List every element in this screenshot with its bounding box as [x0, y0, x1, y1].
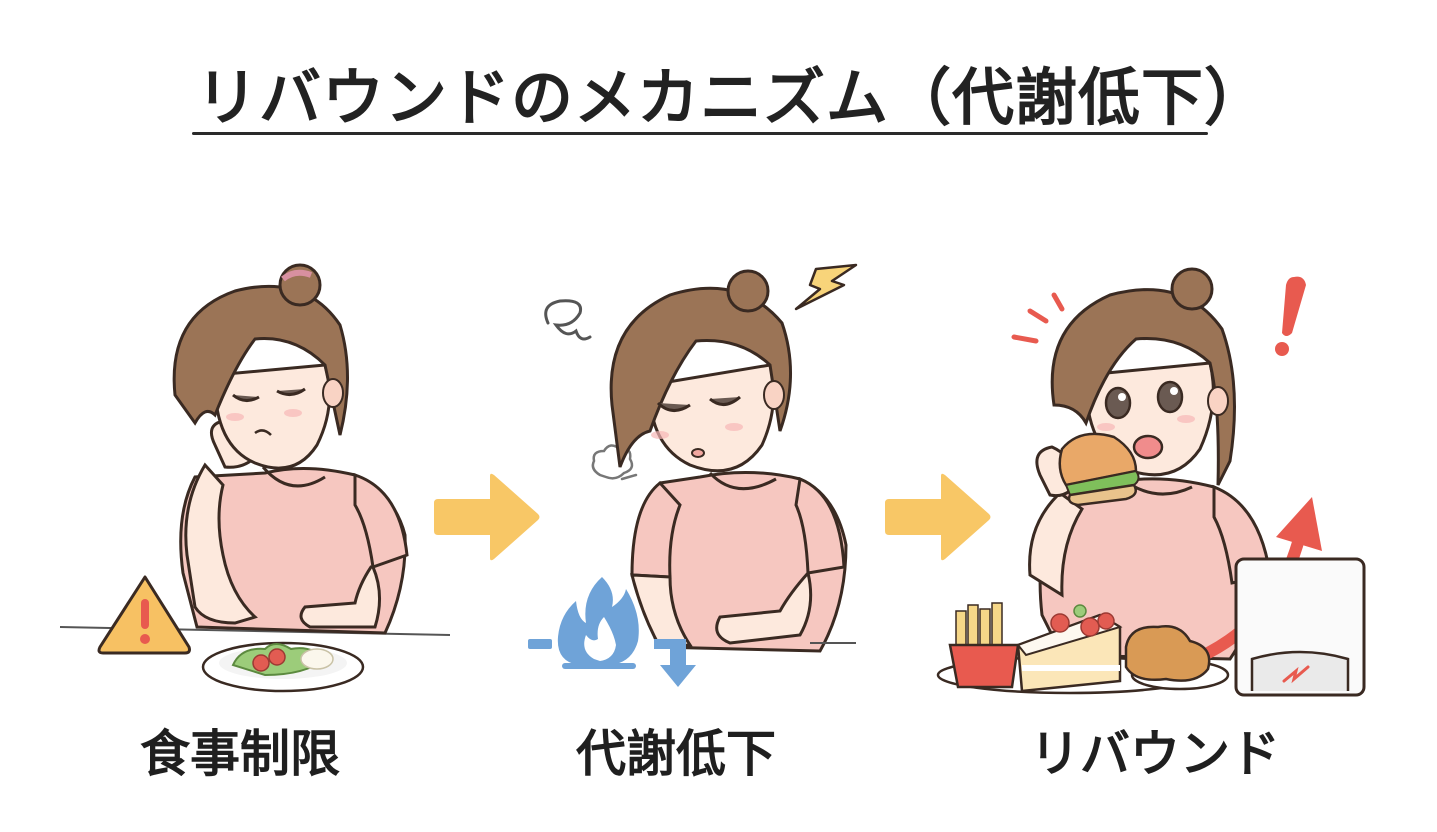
woman-figure-1 — [172, 263, 409, 635]
lightning-icon — [794, 263, 858, 311]
warning-triangle-icon — [97, 575, 191, 655]
surprise-marks-icon — [1011, 292, 1065, 344]
fries — [948, 602, 1020, 689]
scale-icon — [1234, 557, 1366, 697]
fried-chicken — [1124, 625, 1211, 682]
step-label-rebound: リバウンド — [1030, 725, 1280, 783]
sigh-puff-icon — [591, 444, 638, 481]
step-label-metabolism-decrease: 代謝低下 — [576, 725, 776, 783]
woman-figure-2 — [609, 269, 856, 653]
step-label-diet-restriction: 食事制限 — [140, 725, 340, 783]
junk-food-plate: SVG_PLACEHOLDER_FIX — [936, 602, 1230, 695]
cake: SVG_PLACEHOLDER_FIX — [1016, 604, 1123, 693]
flame-down-icon — [528, 577, 696, 687]
title-underline — [192, 132, 1208, 135]
exclamation-icon — [1275, 276, 1306, 356]
salad-plate — [201, 641, 365, 693]
woman-figure-3 — [1028, 267, 1272, 661]
step-rebound: SVG_PLACEHOLDER_FIX — [930, 255, 1380, 705]
page-title: リバウンドのメカニズム（代謝低下） — [196, 61, 1268, 134]
step-metabolism-decrease — [520, 255, 880, 705]
hamburger — [1058, 432, 1140, 507]
step-diet-restriction — [55, 255, 455, 705]
dizzy-swirl-icon — [544, 299, 592, 341]
